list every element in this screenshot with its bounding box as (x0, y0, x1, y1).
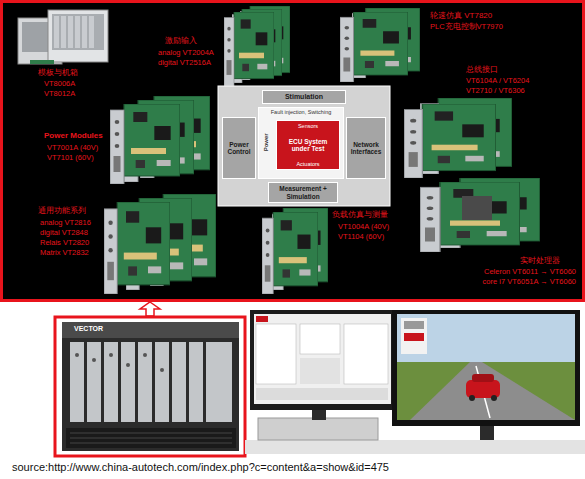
part-label: digital VT2848 (40, 229, 88, 237)
block-box: Measurement + Simulation (268, 182, 338, 203)
box-text: Fault injection, Switching (261, 109, 341, 115)
card-picture (224, 6, 290, 86)
part-label: core i7 VT6051A → VT6060 (483, 278, 576, 286)
box-text: Network Interfaces (349, 141, 383, 155)
part-label: VECTOR (74, 325, 103, 333)
block-box: Stimulation (262, 90, 346, 104)
up-arrow (140, 302, 160, 316)
card-picture (420, 178, 540, 252)
part-label: VT7001A (40V) (47, 144, 98, 152)
box-text: Measurement + Simulation (271, 185, 335, 199)
card-picture (404, 98, 512, 178)
part-label: 总线接口 (466, 66, 498, 75)
device (258, 418, 378, 440)
part-label: digital VT2516A (158, 59, 211, 67)
part-label: Power Modules (44, 132, 103, 141)
part-label: Relais VT2820 (40, 239, 89, 247)
part-label: 轮速仿真 VT7820 (430, 12, 492, 21)
chassis-picture (18, 10, 108, 64)
box-text: Actuators (279, 161, 337, 167)
part-label: VT1104 (60V) (338, 233, 384, 241)
part-label: VT2710 / VT6306 (466, 87, 525, 95)
part-label: Power (263, 127, 270, 157)
part-label: VT6104A / VT6204 (466, 77, 529, 85)
box-text: Power Control (225, 141, 253, 155)
card-picture (110, 96, 210, 184)
box-text: ECU System under Test (279, 138, 337, 152)
part-label: 负载仿真与测量 (332, 211, 388, 220)
monitor-picture (392, 310, 580, 440)
part-label: 激励输入 (165, 37, 197, 46)
part-label: VT7101 (60V) (47, 154, 94, 162)
part-label: analog VT2004A (158, 49, 214, 57)
monitor-picture (250, 310, 395, 420)
box-text: Sensors (279, 123, 337, 129)
block-box: Network Interfaces (346, 117, 386, 179)
part-label: VT1004A (40V) (338, 223, 389, 231)
card-picture (104, 194, 216, 294)
system-block (218, 86, 390, 206)
part-label: Matrix VT2832 (40, 249, 89, 257)
photo-frame (55, 317, 245, 456)
block-box: Power Control (222, 117, 256, 179)
part-label: 模板与机箱 (38, 69, 78, 78)
box-text: Stimulation (265, 93, 343, 101)
ecu-box: SensorsECU System under TestActuators (276, 120, 340, 170)
part-label: 通用功能系列 (38, 207, 86, 216)
part-label: VT8006A (44, 80, 75, 88)
part-label: VT8012A (44, 90, 75, 98)
part-label: Celeron VT6011 → VT6060 (484, 268, 576, 276)
part-label: PLC充电控制VT7970 (430, 23, 503, 31)
card-picture (262, 208, 328, 294)
rack-picture (62, 322, 239, 451)
desk (245, 440, 585, 454)
panel-frame (2, 2, 584, 301)
card-picture (340, 8, 420, 82)
part-label: analog VT2816 (40, 219, 91, 227)
part-label: 实时处理器 (520, 257, 560, 266)
source-caption: source:http://www.china-autotech.com/ind… (12, 461, 389, 473)
switch-box: Fault injection, SwitchingSensorsECU Sys… (258, 107, 344, 179)
